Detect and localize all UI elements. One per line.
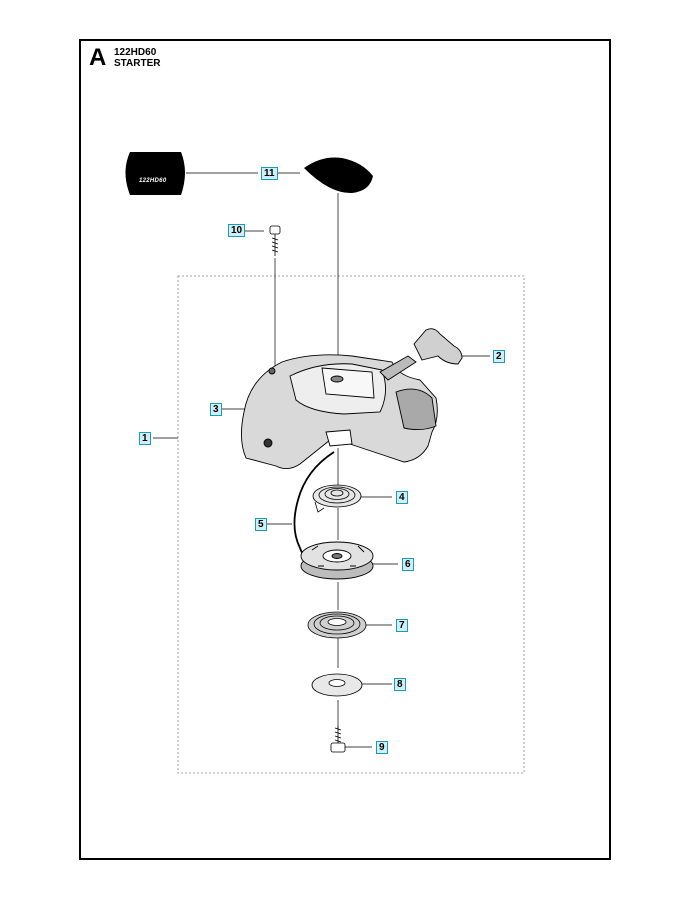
spring-cassette-part <box>307 611 367 639</box>
section-letter: A <box>89 44 107 71</box>
callout-11[interactable]: 11 <box>261 167 278 180</box>
recoil-spring-part <box>312 484 362 513</box>
section-title: STARTER <box>114 58 161 69</box>
callout-3[interactable]: 3 <box>210 403 222 416</box>
page-frame <box>79 39 611 860</box>
callout-6[interactable]: 6 <box>402 558 414 571</box>
decal-part <box>125 152 185 195</box>
leader-lines <box>153 172 490 748</box>
starter-handle-part <box>379 328 463 381</box>
callout-7[interactable]: 7 <box>396 619 408 632</box>
washer-part <box>311 673 363 697</box>
pad-part <box>304 157 373 194</box>
callout-10[interactable]: 10 <box>228 224 246 237</box>
callout-5[interactable]: 5 <box>255 518 267 531</box>
assembly-boundary <box>177 275 525 774</box>
screw-9-part <box>330 726 346 753</box>
model-number: 122HD60 <box>114 47 157 58</box>
callout-2[interactable]: 2 <box>493 350 505 363</box>
starter-housing-part <box>241 354 438 469</box>
decal-lettering: 122HD60 <box>139 178 167 184</box>
rope-pulley-part <box>300 541 374 580</box>
callout-8[interactable]: 8 <box>394 678 406 691</box>
callout-9[interactable]: 9 <box>376 741 388 754</box>
callout-1[interactable]: 1 <box>139 432 151 445</box>
callout-4[interactable]: 4 <box>396 491 408 504</box>
screw-10-part <box>269 225 281 256</box>
